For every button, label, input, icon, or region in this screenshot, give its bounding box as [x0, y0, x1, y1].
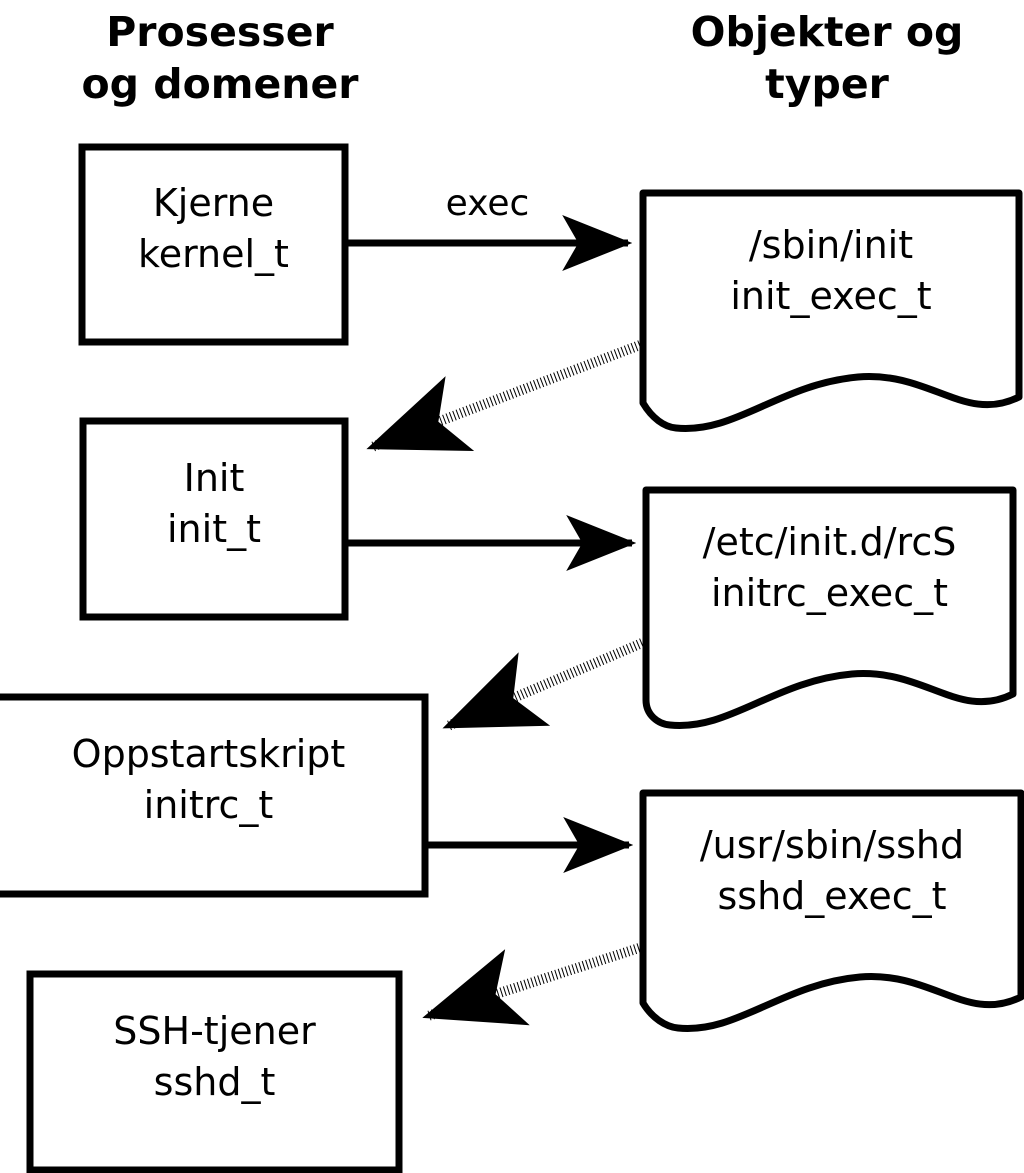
process-box-sshd[interactable] [26, 970, 403, 1173]
object-doc-init-exec[interactable] [639, 189, 1023, 432]
edge-init-exec-to-init [366, 340, 642, 452]
process-box-init[interactable] [79, 417, 349, 621]
edge-sshd-exec-to-sshd [422, 943, 641, 1026]
edge-label-exec: exec [445, 183, 530, 224]
object-doc-initrc-exec[interactable] [642, 486, 1017, 729]
column-header-objects: Objekter og typer [690, 8, 964, 109]
column-header-processes: Prosesser og domener [81, 8, 359, 109]
process-box-initrc[interactable] [0, 693, 429, 898]
object-doc-sshd-exec[interactable] [639, 789, 1024, 1032]
process-box-kernel[interactable] [78, 143, 349, 346]
edge-initrc-exec-to-initrc [442, 638, 644, 731]
